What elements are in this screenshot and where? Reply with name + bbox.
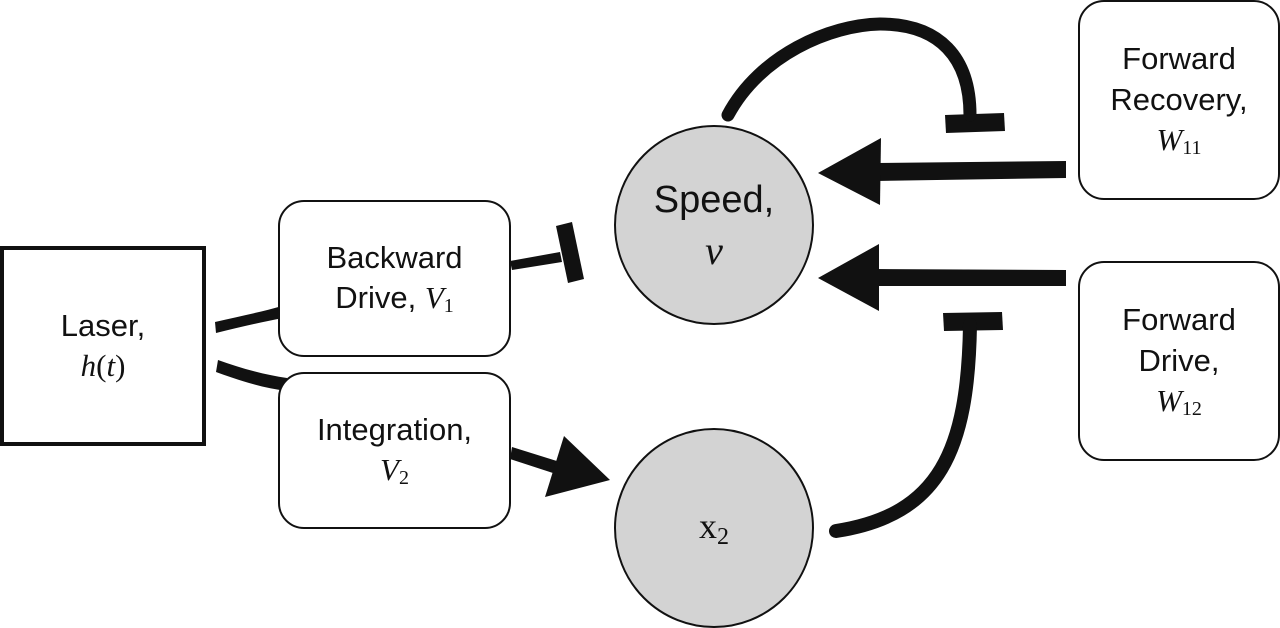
- laser-node: Laser, h(t): [0, 246, 206, 446]
- backward-drive-label: Backward: [326, 239, 463, 275]
- x2-node: x2: [614, 428, 814, 628]
- edge-integration-x2-head: [545, 436, 610, 497]
- integration-symbol: V: [380, 452, 399, 488]
- edge-x2-forward-drive-curve: [829, 318, 977, 538]
- speed-node: Speed, v: [614, 125, 814, 325]
- backward-drive-node: Backward Drive, V1: [278, 200, 511, 357]
- forward-drive-symbol-line: W12: [1156, 381, 1202, 422]
- x2-label: x2: [699, 505, 729, 551]
- forward-recovery-subscript: 11: [1182, 136, 1202, 159]
- forward-recovery-node: Forward Recovery, W11: [1078, 0, 1280, 200]
- forward-drive-label: Forward: [1122, 302, 1236, 338]
- edge-laser-backward-drive: [215, 306, 283, 333]
- x2-subscript: 2: [717, 524, 729, 550]
- edge-forward-recovery-head: [818, 138, 881, 205]
- forward-drive-symbol: W: [1156, 382, 1182, 418]
- laser-paren-close: ): [115, 348, 126, 383]
- forward-recovery-symbol: W: [1156, 121, 1183, 157]
- laser-paren-arg: t: [106, 348, 116, 383]
- forward-recovery-symbol-line: W11: [1156, 120, 1201, 161]
- backward-drive-symbol: V: [424, 280, 444, 316]
- integration-node: Integration, V2: [278, 372, 511, 529]
- laser-symbol: h: [80, 348, 97, 383]
- forward-drive-node: Forward Drive, W12: [1078, 261, 1280, 461]
- backward-drive-subscript: 1: [443, 295, 454, 318]
- x2-symbol: x: [699, 506, 717, 546]
- integration-subscript: 2: [398, 467, 409, 490]
- laser-symbol-line: h(t): [81, 346, 126, 386]
- forward-recovery-label: Forward: [1122, 41, 1236, 77]
- edge-integration-x2-line: [510, 447, 560, 474]
- laser-paren-open: (: [96, 348, 107, 383]
- edge-forward-drive-head: [818, 244, 879, 311]
- integration-symbol-line: V2: [380, 450, 409, 491]
- forward-drive-subscript: 12: [1181, 397, 1202, 420]
- edge-forward-recovery-line: [876, 161, 1066, 181]
- edge-speed-self-arc: [721, 17, 977, 122]
- edge-forward-drive-line: [874, 269, 1066, 286]
- forward-recovery-label2: Recovery,: [1110, 81, 1248, 117]
- edge-backward-drive-speed-bar: [556, 222, 584, 283]
- backward-drive-label2: Drive,: [335, 280, 417, 316]
- speed-label: Speed,: [653, 179, 775, 222]
- edge-laser-integration: [216, 360, 287, 391]
- laser-label: Laser,: [60, 307, 146, 343]
- edge-backward-drive-speed-line: [510, 252, 562, 270]
- forward-drive-label2: Drive,: [1138, 342, 1220, 378]
- integration-label: Integration,: [316, 411, 473, 447]
- backward-drive-label2-line: Drive, V1: [335, 278, 454, 319]
- speed-symbol: v: [705, 227, 723, 273]
- edge-speed-self-bar: [945, 113, 1005, 133]
